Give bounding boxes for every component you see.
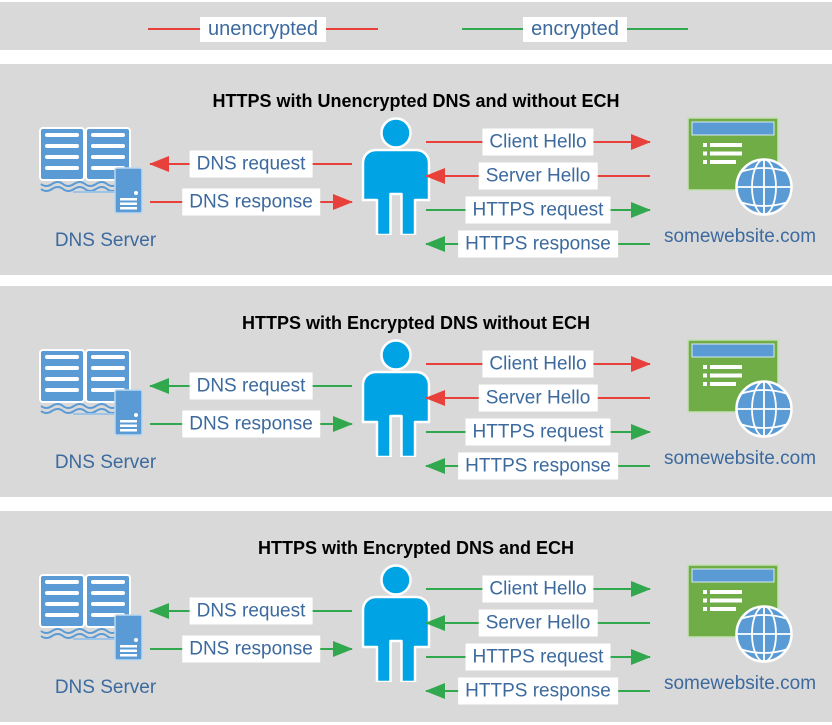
arrow-label: HTTPS response <box>458 452 618 480</box>
arrow-label: HTTPS request <box>465 643 611 671</box>
website-icon <box>684 116 800 226</box>
website-label: somewebsite.com <box>663 673 817 694</box>
arrow-label: Client Hello <box>482 575 594 603</box>
arrowhead-left-icon <box>425 615 445 631</box>
arrow-label: Client Hello <box>482 128 594 156</box>
arrowhead-right-icon <box>631 202 651 218</box>
arrowhead-left-icon <box>425 168 445 184</box>
arrow-https-request: HTTPS request <box>426 418 651 446</box>
arrow-server-hello: Server Hello <box>425 162 650 190</box>
arrow-label: DNS request <box>189 150 313 178</box>
legend-line-encrypted <box>462 28 524 30</box>
legend-line-unencrypted <box>148 28 200 30</box>
arrow-https-response: HTTPS response <box>425 452 650 480</box>
website-icon <box>684 563 800 673</box>
arrowhead-right-icon <box>631 356 651 372</box>
arrow-dns-request: DNS request <box>149 150 352 178</box>
legend-label-encrypted: encrypted <box>523 16 627 42</box>
arrow-https-response: HTTPS response <box>425 230 650 258</box>
website-label: somewebsite.com <box>663 226 817 247</box>
arrowhead-right-icon <box>631 649 651 665</box>
arrow-server-hello: Server Hello <box>425 609 650 637</box>
arrowhead-left-icon <box>149 378 169 394</box>
arrowhead-right-icon <box>631 134 651 150</box>
arrowhead-left-icon <box>425 458 445 474</box>
arrow-dns-response: DNS response <box>150 410 353 438</box>
website-icon <box>684 338 800 448</box>
panel-title: HTTPS with Unencrypted DNS and without E… <box>212 90 620 111</box>
arrow-label: DNS response <box>182 635 320 663</box>
legend-item-encrypted: encrypted <box>462 14 688 44</box>
arrow-dns-request: DNS request <box>149 597 352 625</box>
arrow-https-request: HTTPS request <box>426 196 651 224</box>
dns-server-icon <box>33 344 145 444</box>
legend-item-unencrypted: unencrypted <box>148 14 379 44</box>
user-icon <box>357 564 435 682</box>
arrow-https-request: HTTPS request <box>426 643 651 671</box>
arrowhead-right-icon <box>631 424 651 440</box>
arrow-label: Server Hello <box>478 384 598 412</box>
arrowhead-left-icon <box>149 603 169 619</box>
website-label: somewebsite.com <box>663 448 817 469</box>
legend-label-unencrypted: unencrypted <box>199 16 327 42</box>
arrow-dns-request: DNS request <box>149 372 352 400</box>
arrow-label: HTTPS response <box>458 677 618 705</box>
arrow-client-hello: Client Hello <box>426 128 651 156</box>
user-icon <box>357 339 435 457</box>
arrow-dns-response: DNS response <box>150 635 353 663</box>
arrowhead-right-icon <box>333 641 353 657</box>
arrow-label: Client Hello <box>482 350 594 378</box>
arrow-server-hello: Server Hello <box>425 384 650 412</box>
arrow-label: DNS response <box>182 410 320 438</box>
dns-server-icon <box>33 122 145 222</box>
arrow-dns-response: DNS response <box>150 188 353 216</box>
arrowhead-left-icon <box>425 236 445 252</box>
arrowhead-right-icon <box>333 194 353 210</box>
arrow-label: DNS request <box>189 372 313 400</box>
arrowhead-left-icon <box>425 683 445 699</box>
panel-encrypted-dns-no-ech: HTTPS with Encrypted DNS without ECH DNS… <box>0 286 832 497</box>
panel-unencrypted-dns-no-ech: HTTPS with Unencrypted DNS and without E… <box>0 64 832 275</box>
arrow-label: Server Hello <box>478 609 598 637</box>
panel-title: HTTPS with Encrypted DNS and ECH <box>257 537 575 558</box>
arrow-https-response: HTTPS response <box>425 677 650 705</box>
arrow-label: HTTPS request <box>465 196 611 224</box>
user-icon <box>357 117 435 235</box>
dns-server-icon <box>33 569 145 669</box>
arrowhead-left-icon <box>425 390 445 406</box>
dns-server-label: DNS Server <box>54 230 157 251</box>
arrowhead-right-icon <box>631 581 651 597</box>
dns-server-label: DNS Server <box>54 677 157 698</box>
legend-bar: unencrypted encrypted <box>0 2 832 50</box>
panel-title: HTTPS with Encrypted DNS without ECH <box>241 312 590 333</box>
arrowhead-left-icon <box>149 156 169 172</box>
arrow-client-hello: Client Hello <box>426 350 651 378</box>
arrow-label: DNS request <box>189 597 313 625</box>
dns-server-label: DNS Server <box>54 452 157 473</box>
legend-line-encrypted <box>626 28 688 30</box>
panel-encrypted-dns-with-ech: HTTPS with Encrypted DNS and ECH DNS Ser… <box>0 511 832 722</box>
arrow-label: Server Hello <box>478 162 598 190</box>
arrow-client-hello: Client Hello <box>426 575 651 603</box>
arrow-label: DNS response <box>182 188 320 216</box>
arrowhead-right-icon <box>333 416 353 432</box>
legend-line-unencrypted <box>326 28 379 30</box>
arrow-label: HTTPS response <box>458 230 618 258</box>
arrow-label: HTTPS request <box>465 418 611 446</box>
